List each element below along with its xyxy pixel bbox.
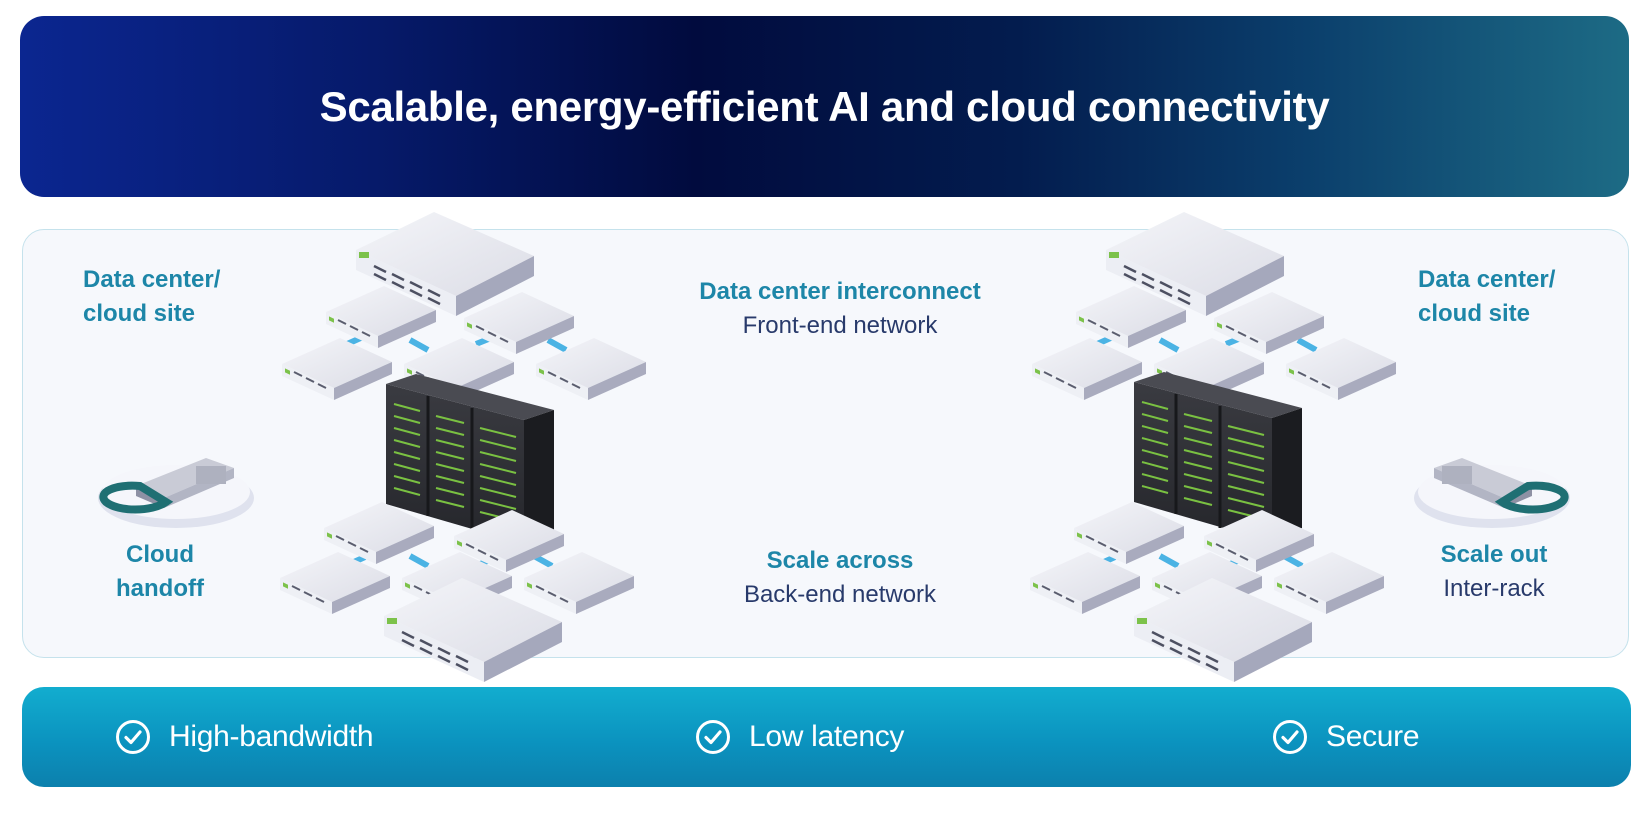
left-module-label: Cloud handoff xyxy=(90,538,230,606)
right-module-label: Scale out Inter-rack xyxy=(1414,538,1574,606)
title-banner: Scalable, energy-efficient AI and cloud … xyxy=(20,16,1629,197)
check-circle-icon xyxy=(116,720,150,754)
transceiver-module-icon xyxy=(1414,458,1570,528)
right-module-line2: Inter-rack xyxy=(1443,575,1545,602)
front-link-label: Data center interconnect Front-end netwo… xyxy=(640,275,1040,343)
front-link-subtitle: Front-end network xyxy=(742,312,938,339)
feature-bar: High-bandwidth Low latency Secure xyxy=(22,687,1631,787)
switch-icon xyxy=(1285,337,1397,401)
right-module-line1: Scale out xyxy=(1440,541,1548,568)
left-module-line1: Cloud xyxy=(126,541,194,568)
check-circle-icon xyxy=(1273,720,1307,754)
feature-label: Secure xyxy=(1326,720,1420,753)
check-circle-icon xyxy=(696,720,730,754)
switch-icon xyxy=(1031,337,1143,401)
right-site-line1: Data center/ xyxy=(1418,266,1556,293)
right-site-label: Data center/ cloud site xyxy=(1418,263,1555,331)
banner-title: Scalable, energy-efficient AI and cloud … xyxy=(319,82,1330,130)
switch-icon xyxy=(281,337,393,401)
back-link-subtitle: Back-end network xyxy=(743,581,937,608)
left-site-label: Data center/ cloud site xyxy=(83,263,220,331)
feature-label: High-bandwidth xyxy=(169,720,374,753)
feature-item: High-bandwidth xyxy=(115,687,374,787)
back-link-label: Scale across Back-end network xyxy=(640,544,1040,612)
left-module-line2: handoff xyxy=(116,575,204,602)
left-site-line2: cloud site xyxy=(83,300,196,327)
feature-item: Secure xyxy=(1272,687,1420,787)
right-cluster xyxy=(1029,210,1397,684)
front-link-title: Data center interconnect xyxy=(699,278,981,305)
right-site-line2: cloud site xyxy=(1418,300,1531,327)
left-site-line1: Data center/ xyxy=(83,266,221,293)
switch-icon xyxy=(535,337,647,401)
back-link-title: Scale across xyxy=(766,547,914,574)
feature-label: Low latency xyxy=(749,720,905,753)
transceiver-module-icon xyxy=(98,458,254,528)
feature-item: Low latency xyxy=(695,687,904,787)
left-cluster xyxy=(279,210,647,684)
